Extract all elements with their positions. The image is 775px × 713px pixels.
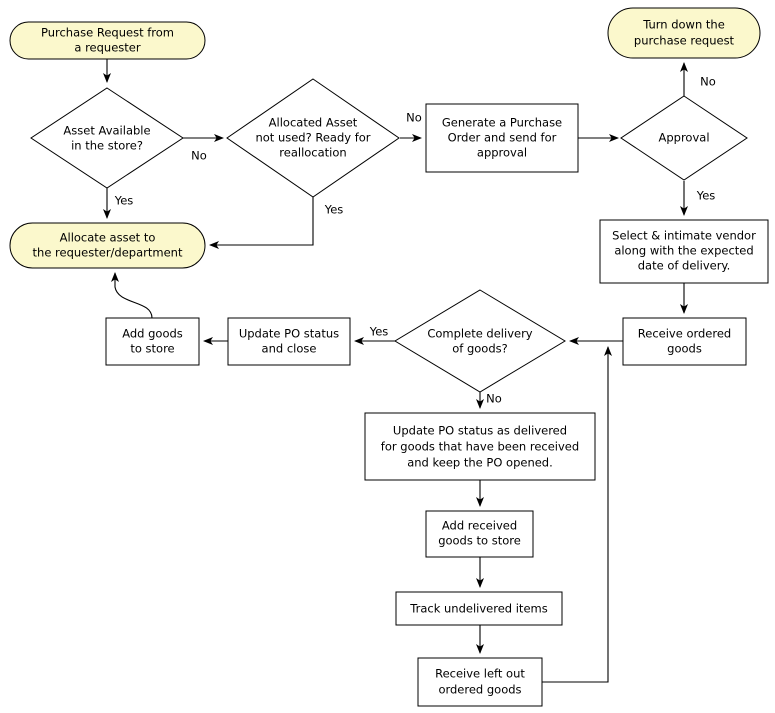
turn-down-request-shape[interactable]	[607, 7, 761, 59]
select-vendor-label-line-2: along with the expected	[614, 244, 753, 258]
node-update-po-delivered[interactable]: Update PO status as delivered for goods …	[364, 412, 596, 481]
node-receive-left-out[interactable]: Receive left out ordered goods	[417, 657, 543, 707]
turn-down-label-line-1: Turn down the	[642, 18, 725, 32]
asset-available-label-line-2: in the store?	[71, 139, 143, 153]
node-update-po-close[interactable]: Update PO status and close	[227, 317, 351, 366]
asset-available-label-line-1: Asset Available	[63, 124, 150, 138]
add-goods-to-store-shape[interactable]	[105, 317, 200, 366]
allocated-asset-label-line-1: Allocated Asset	[269, 116, 358, 130]
add-goods-label-line-1: Add goods	[122, 327, 183, 341]
receive-left-out-label-line-2: ordered goods	[438, 683, 521, 697]
track-undelivered-label: Track undelivered items	[409, 602, 547, 616]
add-received-goods-label-line-2: goods to store	[438, 534, 521, 548]
track-undelivered-shape[interactable]	[395, 591, 563, 626]
node-generate-purchase-order[interactable]: Generate a Purchase Order and send for a…	[425, 103, 579, 173]
turn-down-label-line-2: purchase request	[634, 34, 735, 48]
purchase-request-label-line-2: a requester	[74, 41, 140, 55]
node-track-undelivered[interactable]: Track undelivered items	[395, 591, 563, 626]
node-complete-delivery[interactable]: Complete delivery of goods?	[394, 289, 566, 393]
add-received-goods-label-line-1: Add received	[442, 519, 517, 533]
complete-delivery-label-line-1: Complete delivery	[427, 327, 532, 341]
allocated-asset-label-line-2: not used? Ready for	[255, 131, 370, 145]
edge-label-approval-yes: Yes	[696, 189, 716, 203]
edge-label-available-no: No	[191, 149, 207, 163]
asset-available-shape[interactable]	[30, 87, 184, 189]
purchase-request-label-line-1: Purchase Request from	[41, 26, 174, 40]
add-received-goods-shape[interactable]	[425, 510, 534, 558]
generate-purchase-order-shape[interactable]	[425, 103, 579, 173]
receive-ordered-goods-label-line-2: goods	[667, 342, 702, 356]
edge-label-available-yes: Yes	[114, 194, 134, 208]
nodes-layer: Purchase Request from a requester Asset …	[9, 7, 769, 707]
allocate-asset-shape[interactable]	[9, 222, 206, 269]
node-approval[interactable]: Approval	[620, 95, 748, 181]
allocated-asset-label-line-3: reallocation	[279, 146, 346, 160]
select-vendor-shape[interactable]	[599, 219, 769, 284]
edge-reallocation-yes	[209, 197, 314, 249]
node-select-vendor[interactable]: Select & intimate vendor along with the …	[599, 219, 769, 284]
edge-leftout-to-complete	[542, 346, 612, 683]
approval-label: Approval	[658, 131, 709, 145]
update-po-close-label-line-2: and close	[262, 342, 317, 356]
allocate-asset-label-line-2: the requester/department	[33, 246, 183, 260]
generate-po-label-line-2: Order and send for	[448, 131, 557, 145]
edge-label-complete-yes: Yes	[369, 325, 389, 339]
generate-po-label-line-1: Generate a Purchase	[442, 116, 562, 130]
edge-label-reallocation-no: No	[406, 111, 422, 125]
purchase-request-shape[interactable]	[9, 21, 206, 60]
update-po-delivered-shape[interactable]	[364, 412, 596, 481]
edge-addgoods-to-allocate	[111, 272, 153, 319]
edges-layer: No Yes Yes No No Yes Yes No	[103, 59, 716, 683]
complete-delivery-shape[interactable]	[394, 289, 566, 393]
receive-ordered-goods-label-line-1: Receive ordered	[638, 327, 731, 341]
edge-label-approval-no: No	[700, 75, 716, 89]
node-turn-down-request[interactable]: Turn down the purchase request	[607, 7, 761, 59]
receive-left-out-label-line-1: Receive left out	[435, 667, 525, 681]
generate-po-label-line-3: approval	[477, 146, 527, 160]
node-add-received-goods[interactable]: Add received goods to store	[425, 510, 534, 558]
node-receive-ordered-goods[interactable]: Receive ordered goods	[622, 317, 747, 366]
receive-ordered-goods-shape[interactable]	[622, 317, 747, 366]
edge-label-reallocation-yes: Yes	[324, 203, 344, 217]
select-vendor-label-line-1: Select & intimate vendor	[612, 229, 756, 243]
update-po-delivered-label-line-1: Update PO status as delivered	[393, 424, 567, 438]
node-asset-available[interactable]: Asset Available in the store?	[30, 87, 184, 189]
update-po-delivered-label-line-3: and keep the PO opened.	[407, 456, 553, 470]
complete-delivery-label-line-2: of goods?	[452, 342, 508, 356]
add-goods-label-line-2: to store	[130, 342, 174, 356]
receive-left-out-shape[interactable]	[417, 657, 543, 707]
node-allocate-asset[interactable]: Allocate asset to the requester/departme…	[9, 222, 206, 269]
node-purchase-request[interactable]: Purchase Request from a requester	[9, 21, 206, 60]
allocated-asset-not-used-shape[interactable]	[226, 78, 400, 198]
update-po-close-label-line-1: Update PO status	[239, 327, 339, 341]
allocate-asset-label-line-1: Allocate asset to	[60, 231, 156, 245]
update-po-delivered-label-line-2: for goods that have been received	[381, 440, 579, 454]
approval-shape[interactable]	[620, 95, 748, 181]
select-vendor-label-line-3: date of delivery.	[638, 259, 731, 273]
edge-label-complete-no: No	[486, 392, 502, 406]
update-po-close-shape[interactable]	[227, 317, 351, 366]
node-add-goods-to-store[interactable]: Add goods to store	[105, 317, 200, 366]
node-allocated-asset-not-used[interactable]: Allocated Asset not used? Ready for real…	[226, 78, 400, 198]
